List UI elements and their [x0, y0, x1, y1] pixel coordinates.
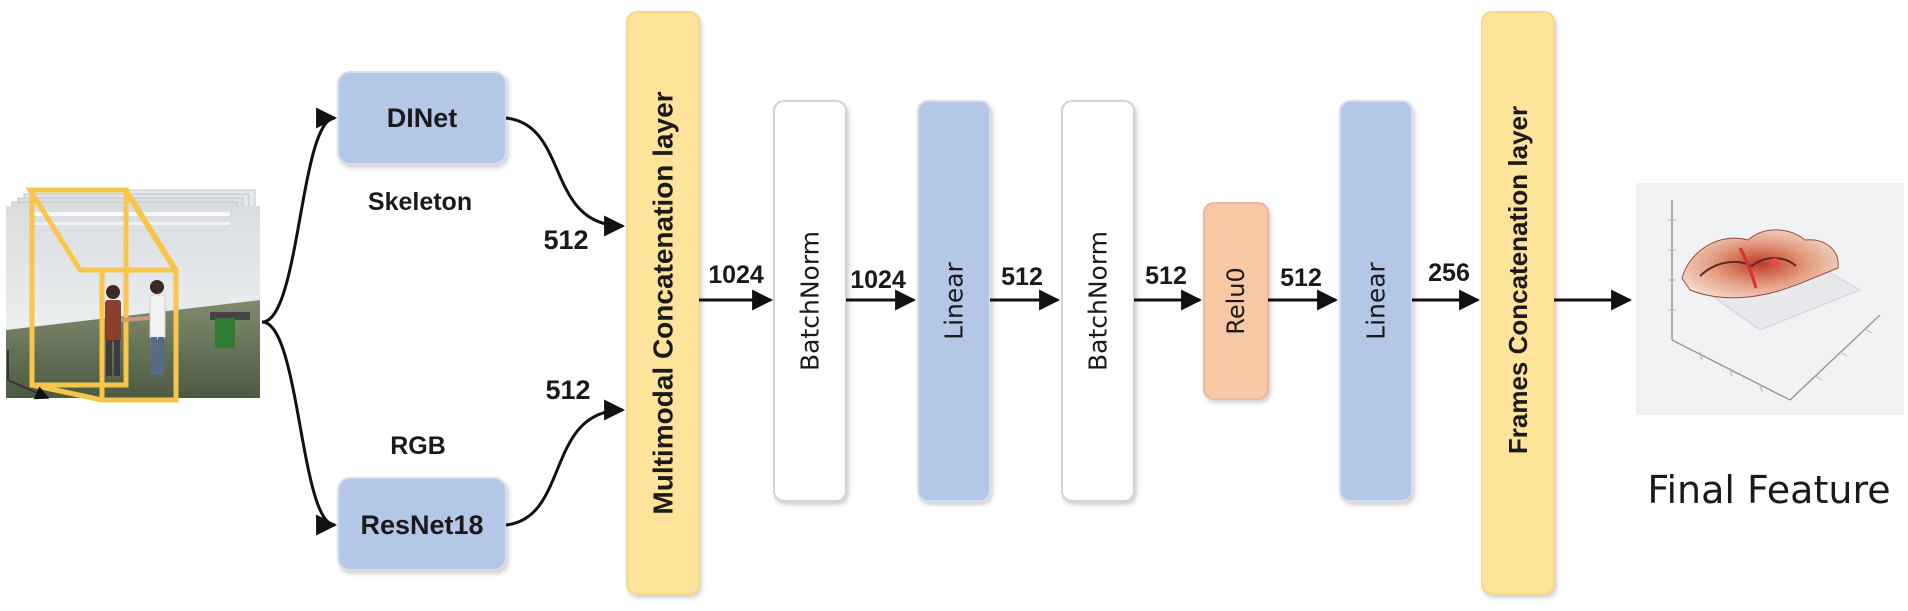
relu-label: Relu0: [1222, 267, 1250, 335]
edge-label-2: 1024: [850, 266, 906, 294]
arrow-input-to-resnet18: [261, 320, 338, 536]
edge-label-3: 512: [1001, 263, 1043, 291]
edge-label-4: 512: [1145, 262, 1187, 290]
arrow-input-to-dinet: [261, 107, 338, 324]
multimodal-concat-label: Multimodal Concatenation layer: [648, 91, 679, 514]
edge-label-resnet18: 512: [545, 375, 590, 405]
linear-2-label: Linear: [1362, 261, 1391, 339]
resnet18-label: ResNet18: [360, 510, 483, 540]
skeleton-label: Skeleton: [368, 188, 472, 216]
rgb-label: RGB: [390, 432, 446, 460]
edge-label-dinet: 512: [543, 225, 588, 255]
linear-1-label: Linear: [940, 261, 969, 339]
edge-label-5: 512: [1280, 264, 1322, 292]
edge-label-6: 256: [1428, 259, 1470, 287]
multimodal-concat-box: [626, 11, 700, 595]
edge-label-1: 1024: [708, 261, 764, 289]
batchnorm-2-label: BatchNorm: [1084, 231, 1113, 371]
frames-concat-box: [1481, 11, 1555, 595]
arrow-dinet-to-concat: [505, 116, 626, 237]
arrow-resnet18-to-concat: [505, 399, 626, 527]
3d-surface-plot-icon: [1636, 183, 1904, 415]
frames-concat-label: Frames Concatenation layer: [1503, 106, 1533, 454]
batchnorm-1-label: BatchNorm: [796, 231, 825, 371]
final-feature-label: Final Feature: [1647, 468, 1890, 512]
dinet-label: DINet: [387, 103, 458, 133]
video-frames-stack-icon: [6, 187, 260, 403]
